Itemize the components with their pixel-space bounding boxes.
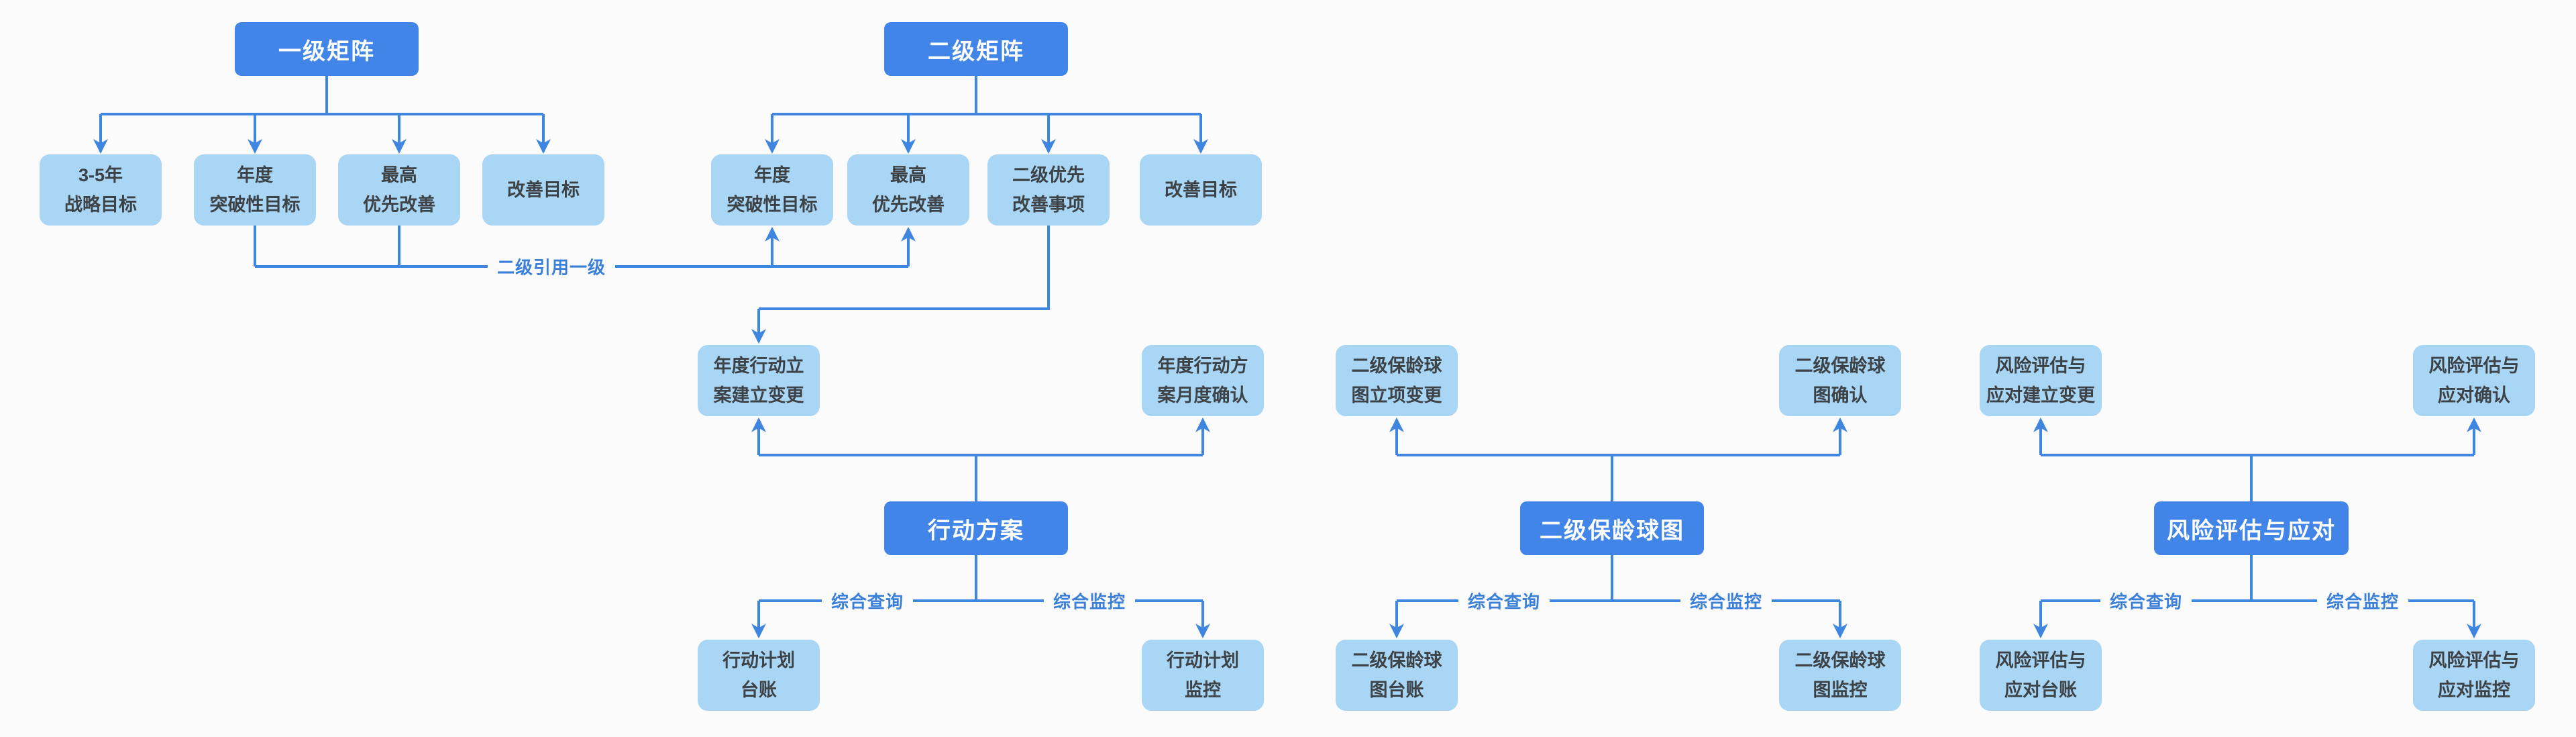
node-l2-improvement-goal: 改善目标 — [1140, 154, 1262, 226]
hub-level1-matrix: 一级矩阵 — [235, 22, 419, 76]
edge-label-ref: 二级引用一级 — [487, 252, 616, 281]
node-bowling-project-change: 二级保龄球 图立项变更 — [1336, 345, 1458, 416]
node-line: 行动计划 — [1167, 650, 1239, 671]
node-line: 二级保龄球 — [1794, 650, 1886, 671]
node-line: 改善事项 — [1012, 194, 1085, 215]
node-line: 改善目标 — [507, 179, 580, 200]
node-line: 监控 — [1185, 679, 1221, 700]
node-line: 风险评估与 — [2428, 650, 2520, 671]
node-risk-monitor: 风险评估与 应对监控 — [2413, 640, 2535, 711]
node-risk-setup-change: 风险评估与 应对建立变更 — [1980, 345, 2102, 416]
hub-action-plan-label: 行动方案 — [928, 518, 1024, 544]
hub-action-plan: 行动方案 — [884, 501, 1068, 555]
node-line: 突破性目标 — [209, 194, 301, 215]
node-l2-priority-improvement-items: 二级优先 改善事项 — [987, 154, 1110, 226]
node-l1-annual-breakthrough-goal: 年度 突破性目标 — [194, 154, 316, 226]
node-line: 3-5年 — [78, 164, 123, 185]
node-line: 年度 — [754, 164, 790, 185]
node-risk-confirm: 风险评估与 应对确认 — [2413, 345, 2535, 416]
node-bowling-ledger: 二级保龄球 图台账 — [1336, 640, 1458, 711]
node-l2-annual-breakthrough-goal: 年度 突破性目标 — [711, 154, 833, 226]
node-line: 图立项变更 — [1351, 385, 1442, 405]
node-line: 突破性目标 — [727, 194, 818, 215]
hub-risk-assessment: 风险评估与应对 — [2154, 501, 2349, 555]
node-line: 二级保龄球 — [1794, 355, 1886, 376]
edge-label-action-monitor: 综合监控 — [1043, 587, 1136, 615]
node-l1-improvement-goal: 改善目标 — [482, 154, 604, 226]
node-annual-action-filing-change: 年度行动立 案建立变更 — [698, 345, 820, 416]
node-line: 最高 — [381, 164, 417, 185]
node-line: 优先改善 — [872, 194, 945, 215]
node-line: 案月度确认 — [1157, 385, 1248, 405]
node-l1-top-priority-improvement: 最高 优先改善 — [338, 154, 460, 226]
node-line: 年度行动方 — [1157, 355, 1248, 376]
node-line: 二级保龄球 — [1351, 355, 1442, 376]
node-line: 改善目标 — [1165, 179, 1237, 200]
connector-matrix1-tree — [101, 76, 543, 115]
node-line: 台账 — [741, 679, 777, 700]
node-line: 图监控 — [1813, 679, 1868, 700]
node-line: 应对建立变更 — [1986, 385, 2095, 405]
node-action-plan-ledger: 行动计划 台账 — [698, 640, 820, 711]
node-risk-ledger: 风险评估与 应对台账 — [1980, 640, 2102, 711]
node-action-plan-monitor: 行动计划 监控 — [1142, 640, 1264, 711]
node-line: 风险评估与 — [2428, 355, 2520, 376]
node-line: 行动计划 — [722, 650, 795, 671]
connector-risk-up — [2041, 454, 2474, 501]
node-line: 应对监控 — [2438, 679, 2510, 700]
connector-priority-to-action — [759, 226, 1050, 310]
node-line: 二级优先 — [1012, 164, 1085, 185]
node-bowling-confirm: 二级保龄球 图确认 — [1779, 345, 1901, 416]
node-line: 年度行动立 — [713, 355, 804, 376]
node-line: 最高 — [890, 164, 926, 185]
connector-bowling-up — [1397, 454, 1840, 501]
node-line: 风险评估与 — [1995, 650, 2086, 671]
node-line: 优先改善 — [363, 194, 435, 215]
hub-risk-assessment-label: 风险评估与应对 — [2167, 518, 2336, 544]
node-line: 应对确认 — [2438, 385, 2510, 405]
node-annual-action-monthly-confirm: 年度行动方 案月度确认 — [1142, 345, 1264, 416]
hub-level2-matrix: 二级矩阵 — [884, 22, 1068, 76]
node-line: 案建立变更 — [713, 385, 804, 405]
node-bowling-monitor: 二级保龄球 图监控 — [1779, 640, 1901, 711]
node-line: 图确认 — [1813, 385, 1868, 405]
edge-label-action-query: 综合查询 — [821, 587, 914, 615]
connector-action-up — [759, 454, 1203, 501]
hub-level2-matrix-label: 二级矩阵 — [928, 38, 1024, 64]
node-line: 应对台账 — [2004, 679, 2077, 700]
hub-bowling-chart-label: 二级保龄球图 — [1540, 518, 1684, 544]
edge-label-risk-query: 综合查询 — [2100, 587, 2192, 615]
node-line: 风险评估与 — [1995, 355, 2086, 376]
node-line: 图台账 — [1369, 679, 1424, 700]
edge-label-bowling-query: 综合查询 — [1458, 587, 1550, 615]
node-line: 年度 — [237, 164, 273, 185]
edge-label-bowling-monitor: 综合监控 — [1680, 587, 1772, 615]
node-line: 战略目标 — [64, 194, 137, 215]
node-l2-top-priority-improvement: 最高 优先改善 — [847, 154, 969, 226]
edge-label-risk-monitor: 综合监控 — [2316, 587, 2409, 615]
connector-matrix2-tree — [772, 76, 1201, 115]
node-strategic-goal-3-5y: 3-5年 战略目标 — [40, 154, 162, 226]
hub-level1-matrix-label: 一级矩阵 — [278, 38, 375, 64]
node-line: 二级保龄球 — [1351, 650, 1442, 671]
hub-bowling-chart: 二级保龄球图 — [1520, 501, 1704, 555]
